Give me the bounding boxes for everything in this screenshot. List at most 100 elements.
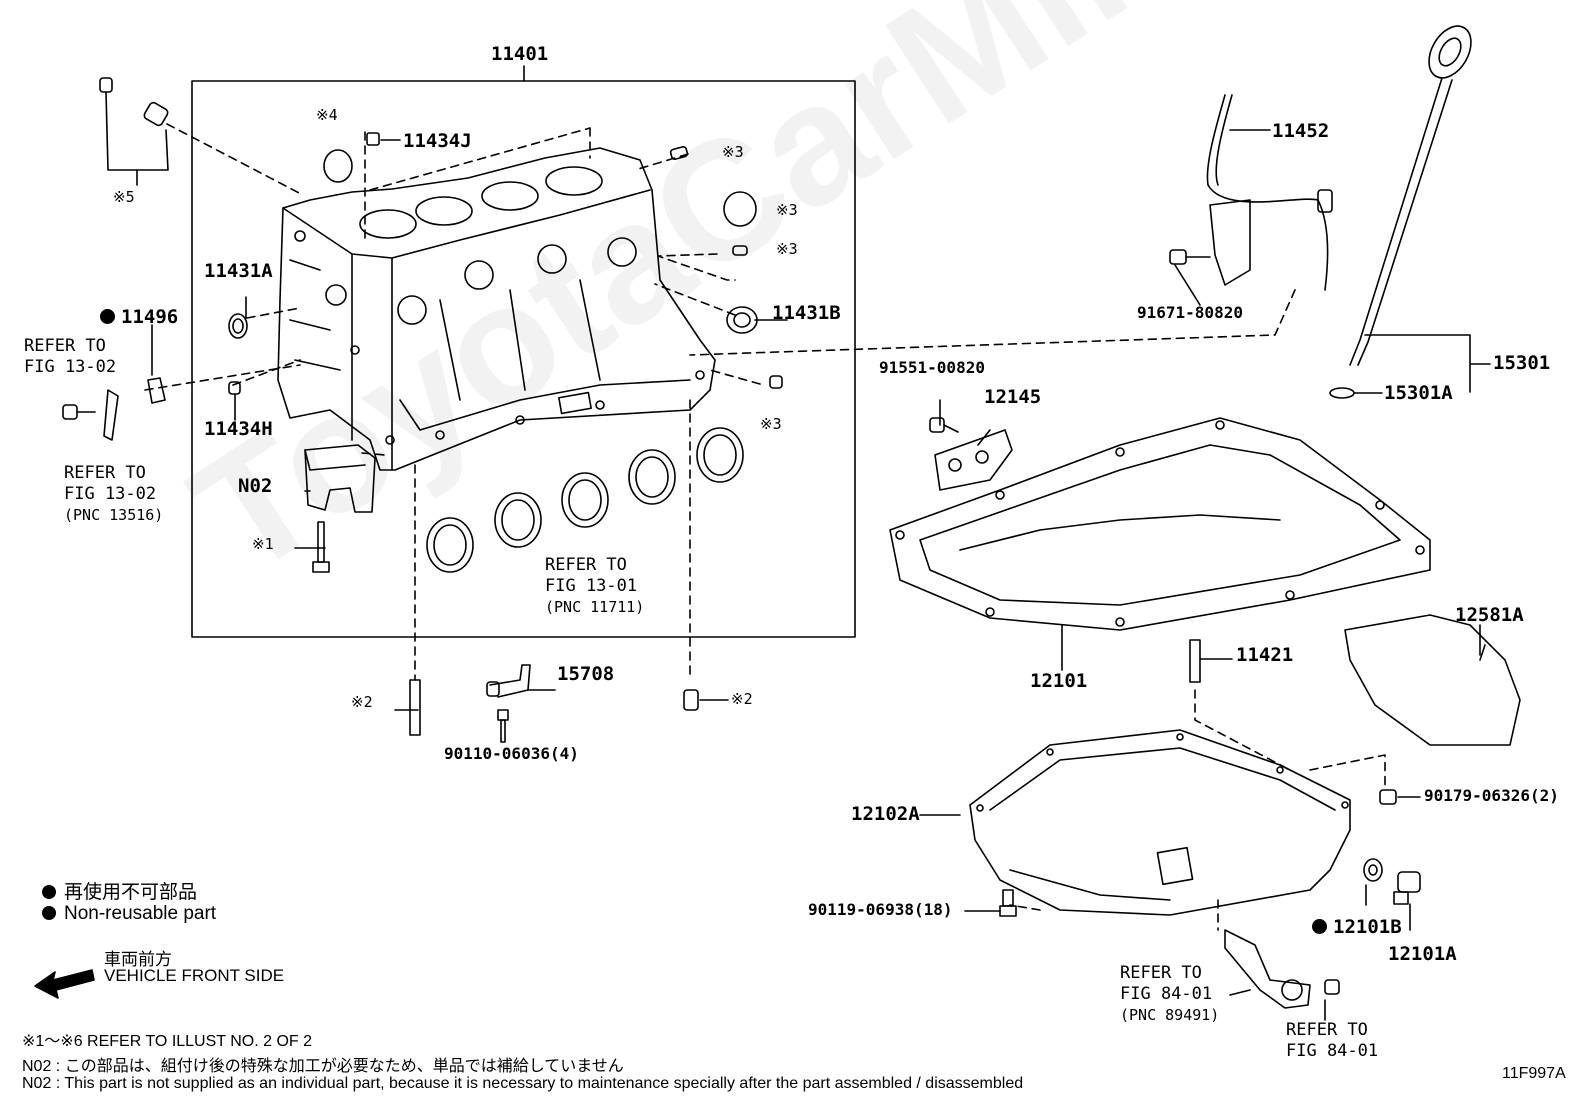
label-m3a: ※3 (722, 143, 744, 161)
label-12581a[interactable]: 12581A (1455, 604, 1524, 626)
label-15708[interactable]: 15708 (557, 663, 615, 685)
refer-line: FIG 84-01 (1286, 1041, 1379, 1061)
label-15301a[interactable]: 15301A (1384, 382, 1453, 404)
label-m3c: ※3 (776, 240, 798, 258)
bracket-12145 (934, 429, 1013, 491)
legend-nonreusable-en: Non-reusable part (42, 903, 216, 925)
label-11421[interactable]: 11421 (1236, 644, 1294, 666)
refer-fig-13-01[interactable]: REFER TO FIG 13-01 (PNC 11711) (545, 555, 644, 618)
nonreusable-marker (1312, 919, 1327, 934)
label-m2b: ※2 (731, 690, 753, 708)
label-12101a[interactable]: 12101A (1388, 943, 1457, 965)
label-91551[interactable]: 91551-00820 (879, 358, 985, 377)
bullet-dot (42, 885, 56, 899)
label-n02[interactable]: N02 (238, 475, 273, 497)
assembly-frame-11401 (191, 65, 856, 638)
front-arrow (34, 969, 95, 999)
refer-line: REFER TO (1120, 963, 1202, 983)
label-90110[interactable]: 90110-06036(4) (444, 744, 579, 763)
oil-pan-upper-12101 (889, 417, 1431, 671)
plug-11434h (228, 381, 241, 395)
label-12101b[interactable]: 12101B (1312, 918, 1402, 937)
note-n02-jp: N02 : この部品は、組付け後の特殊な加工が必要なため、単品では補給していませ… (22, 1058, 624, 1075)
bullet-dot (42, 906, 56, 920)
seal-11431b (726, 306, 758, 334)
stud-m2a (409, 679, 421, 736)
refer-line: (PNC 13516) (64, 506, 164, 524)
plug-cap-m3b (723, 191, 757, 227)
bolt-84-01 (1324, 979, 1340, 995)
label-m4: ※4 (316, 106, 338, 124)
illustration-id: 11F997A (1502, 1065, 1566, 1082)
oil-pan-lower-12102a (969, 729, 1351, 916)
cylinder-block (277, 147, 716, 471)
pin-m3c (732, 245, 748, 256)
label-11496[interactable]: 11496 (100, 308, 178, 327)
oil-jet-15708 (486, 664, 531, 698)
refer-fig-13-02-a[interactable]: REFER TO FIG 13-02 (24, 336, 116, 378)
bolt-91671 (1169, 249, 1211, 265)
refer-line: REFER TO (24, 336, 106, 356)
refer-line: (PNC 11711) (545, 598, 645, 616)
label-11401[interactable]: 11401 (491, 43, 549, 65)
refer-line: REFER TO (1286, 1020, 1368, 1040)
label-11431a[interactable]: 11431A (204, 260, 273, 282)
refer-fig-84-01-b[interactable]: REFER TO FIG 84-01 (1286, 1020, 1378, 1062)
main-bearing-cap-n02 (304, 444, 376, 513)
label-12102a[interactable]: 12102A (851, 803, 920, 825)
stud-11421 (1189, 639, 1201, 683)
label-15301[interactable]: 15301 (1493, 352, 1551, 374)
label-m1: ※1 (252, 535, 274, 553)
legend-nonreusable-jp: 再使用不可部品 (42, 877, 197, 904)
block-leaders (144, 123, 1296, 681)
leader-lines (234, 129, 1486, 1021)
note-n02-en: N02 : This part is not supplied as an in… (22, 1075, 1024, 1092)
drain-plug-12101a (1393, 871, 1421, 905)
refer-fig-84-01-a[interactable]: REFER TO FIG 84-01 (PNC 89491) (1120, 963, 1219, 1026)
nonreusable-marker (100, 309, 115, 324)
refer-line: REFER TO (545, 555, 627, 575)
bolt-90119 (999, 889, 1017, 917)
note-refer-illust: ※1～※6 REFER TO ILLUST NO. 2 OF 2 (22, 1033, 313, 1050)
label-11431b[interactable]: 11431B (772, 302, 841, 324)
bolt-90110 (497, 709, 509, 743)
label-12101[interactable]: 12101 (1030, 670, 1088, 692)
refer-line: (PNC 89491) (1120, 1006, 1220, 1024)
gauge-guide-11452 (1206, 94, 1333, 291)
legend-front-en: VEHICLE FRONT SIDE (104, 966, 285, 985)
plug-cap-m4 (323, 149, 353, 183)
label-m2a: ※2 (351, 693, 373, 711)
label-11452[interactable]: 11452 (1272, 120, 1330, 142)
label-12145[interactable]: 12145 (984, 386, 1042, 408)
label-11496-text: 11496 (121, 306, 179, 328)
refer-line: FIG 13-02 (64, 484, 157, 504)
bolt-91551 (929, 417, 959, 433)
label-m3d: ※3 (760, 415, 782, 433)
bolt-union-m5 (99, 77, 169, 186)
refer-line: REFER TO (64, 463, 146, 483)
nut-90179 (1379, 789, 1397, 805)
dipstick-bracket-lines (1364, 334, 1491, 393)
oil-strainer-89491 (1224, 929, 1311, 1009)
label-m5: ※5 (113, 188, 135, 206)
label-91671[interactable]: 91671-80820 (1137, 303, 1243, 322)
baffle-12581a (1344, 614, 1521, 746)
refer-line: FIG 13-01 (545, 576, 638, 596)
legend-text: 再使用不可部品 (64, 882, 198, 903)
pin-m3d (769, 375, 783, 389)
label-12101b-text: 12101B (1333, 916, 1402, 938)
label-11434j[interactable]: 11434J (403, 130, 472, 152)
pin-m3a (669, 145, 689, 161)
label-90179[interactable]: 90179-06326(2) (1424, 786, 1559, 805)
legend-front-jp: 車両前方 (104, 950, 172, 969)
label-11434h[interactable]: 11434H (204, 418, 273, 440)
plug-11434j (366, 132, 380, 146)
label-90119[interactable]: 90119-06938(18) (808, 900, 953, 919)
bracket-13516 (103, 389, 119, 441)
refer-fig-13-02-b[interactable]: REFER TO FIG 13-02 (PNC 13516) (64, 463, 163, 526)
label-m3b: ※3 (776, 201, 798, 219)
pin-m2b (683, 689, 699, 711)
refer-line: FIG 13-02 (24, 357, 117, 377)
dipstick-15301 (1349, 25, 1472, 366)
